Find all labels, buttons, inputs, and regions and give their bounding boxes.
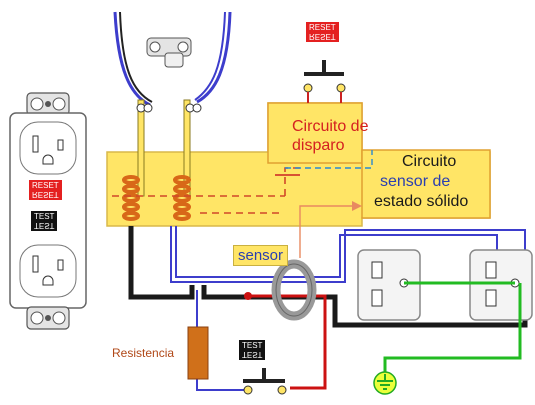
outlet-box-left [357, 249, 421, 321]
solid-state-line3: estado sólido [374, 193, 469, 210]
toroid-sensor-icon [271, 259, 317, 321]
test-tag: TEST TEST [239, 340, 266, 360]
ground-symbol-icon [373, 371, 397, 395]
solid-state-sensor-label: Circuito sensor de estado sólido [374, 152, 468, 212]
sensor-tag: sensor [233, 245, 289, 266]
mounting-plate-icon [146, 37, 192, 68]
resistor-label: Resistencia [112, 346, 175, 360]
trip-circuit-box [267, 102, 363, 164]
solid-state-box [361, 149, 491, 219]
outlet-reset-button[interactable]: RESET RESET [29, 180, 62, 200]
gfci-outlet-icon [9, 92, 87, 330]
trip-circuit-label: Circuito de disparo [292, 117, 368, 155]
reset-pushbutton-icon [303, 60, 346, 103]
reset-tag: RESET RESET [306, 22, 339, 42]
outlet-test-button[interactable]: TEST TEST [31, 211, 58, 231]
outlet-box-right [469, 249, 533, 321]
resistor-icon [187, 318, 209, 380]
contact-left [136, 99, 153, 197]
solid-state-line2: sensor de [380, 173, 451, 190]
test-pushbutton-icon [243, 368, 287, 395]
coil-icon [122, 175, 191, 221]
trip-circuit-line1: Circuito de [292, 118, 369, 135]
solid-state-line1: Circuito [402, 153, 457, 170]
trip-circuit-line2: disparo [292, 137, 345, 154]
